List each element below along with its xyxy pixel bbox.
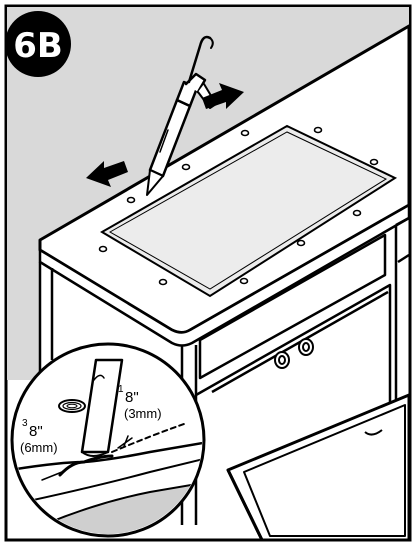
- svg-text:(3mm): (3mm): [124, 406, 162, 421]
- svg-text:3: 3: [22, 418, 28, 429]
- screw-hole-icon: [241, 279, 248, 284]
- screw-hole-icon: [315, 128, 322, 133]
- svg-text:8": 8": [29, 423, 43, 440]
- screw-hole-icon: [100, 247, 107, 252]
- svg-text:8": 8": [125, 389, 139, 406]
- step-badge: 6B: [5, 11, 71, 77]
- screw-hole-icon: [160, 280, 167, 285]
- svg-text:1: 1: [118, 384, 124, 395]
- screw-hole-icon: [183, 165, 190, 170]
- svg-text:(6mm): (6mm): [20, 440, 58, 455]
- screw-hole-icon: [242, 131, 249, 136]
- screw-hole-icon: [298, 241, 305, 246]
- step-label: 6B: [13, 26, 63, 66]
- screw-hole-icon: [371, 160, 378, 165]
- screw-hole-icon: [354, 211, 361, 216]
- screw-hole-icon: [128, 198, 135, 203]
